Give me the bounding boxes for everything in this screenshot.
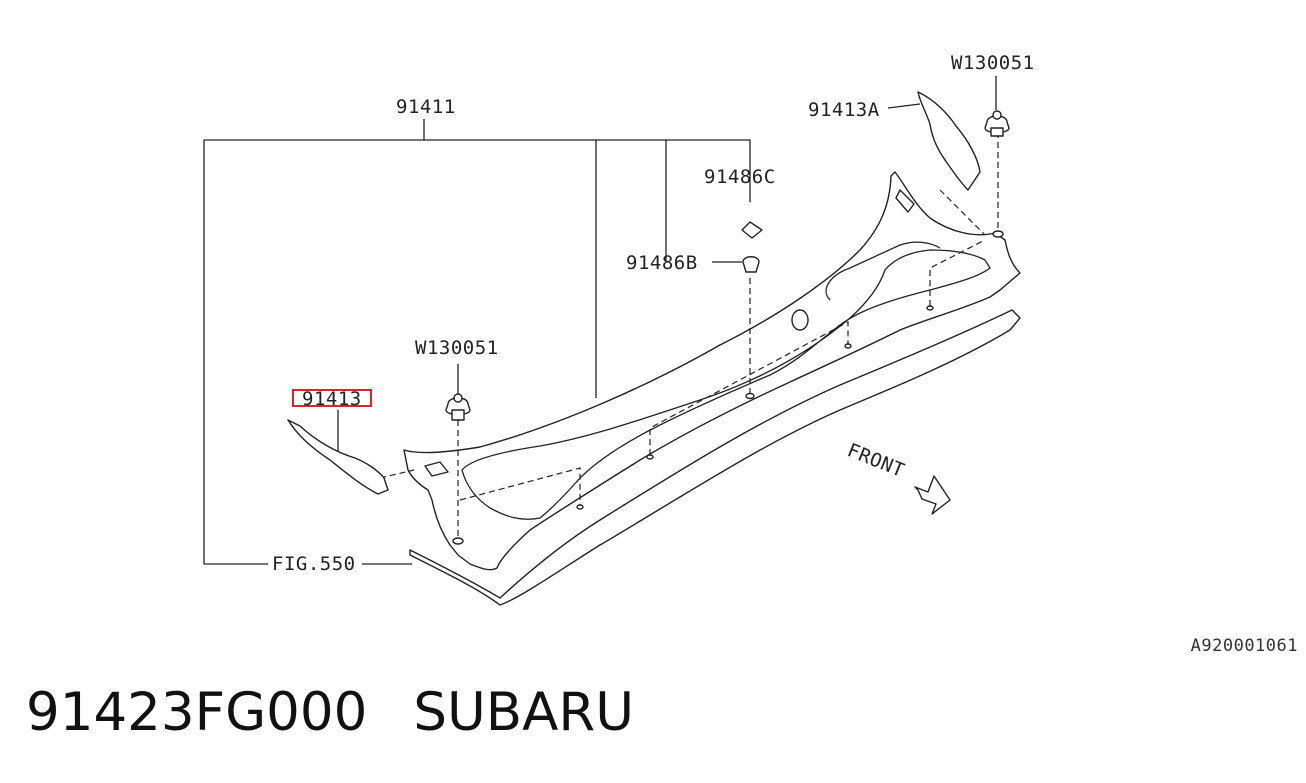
- clip-w130051-right-part: [984, 110, 1010, 137]
- clip-91486b-part: [742, 256, 760, 273]
- front-indicator: FRONT: [844, 439, 951, 515]
- label-w130051-right: W130051: [951, 52, 1035, 74]
- cowl-panel: [403, 171, 1021, 606]
- clip-w130051-left-part: [445, 393, 471, 421]
- front-arrow-icon: [914, 475, 951, 515]
- label-w130051-left: W130051: [415, 337, 499, 359]
- part-number: 91423FG000: [26, 682, 368, 743]
- label-fig550: FIG.550: [272, 553, 356, 575]
- seal-left-part: [287, 419, 389, 495]
- mount-points: [452, 230, 1004, 545]
- label-91411: 91411: [396, 96, 456, 118]
- highlight-box: [292, 389, 372, 407]
- front-label: FRONT: [844, 439, 908, 482]
- seal-right-part: [917, 91, 981, 191]
- label-91413a: 91413A: [808, 99, 880, 121]
- part-caption: 91423FG000 SUBARU: [26, 682, 634, 743]
- clip-91486c-part: [741, 221, 763, 239]
- illustration-code: A920001061: [1190, 636, 1298, 656]
- label-91486c: 91486C: [704, 166, 776, 188]
- label-91486b: 91486B: [626, 252, 698, 274]
- brand-name: SUBARU: [413, 682, 634, 743]
- label-91413[interactable]: 91413: [302, 388, 362, 410]
- highlighted-part-callout[interactable]: 91413: [292, 388, 372, 410]
- group-bracket-lines: [203, 76, 997, 565]
- fastener-dashed-lines: [379, 132, 999, 540]
